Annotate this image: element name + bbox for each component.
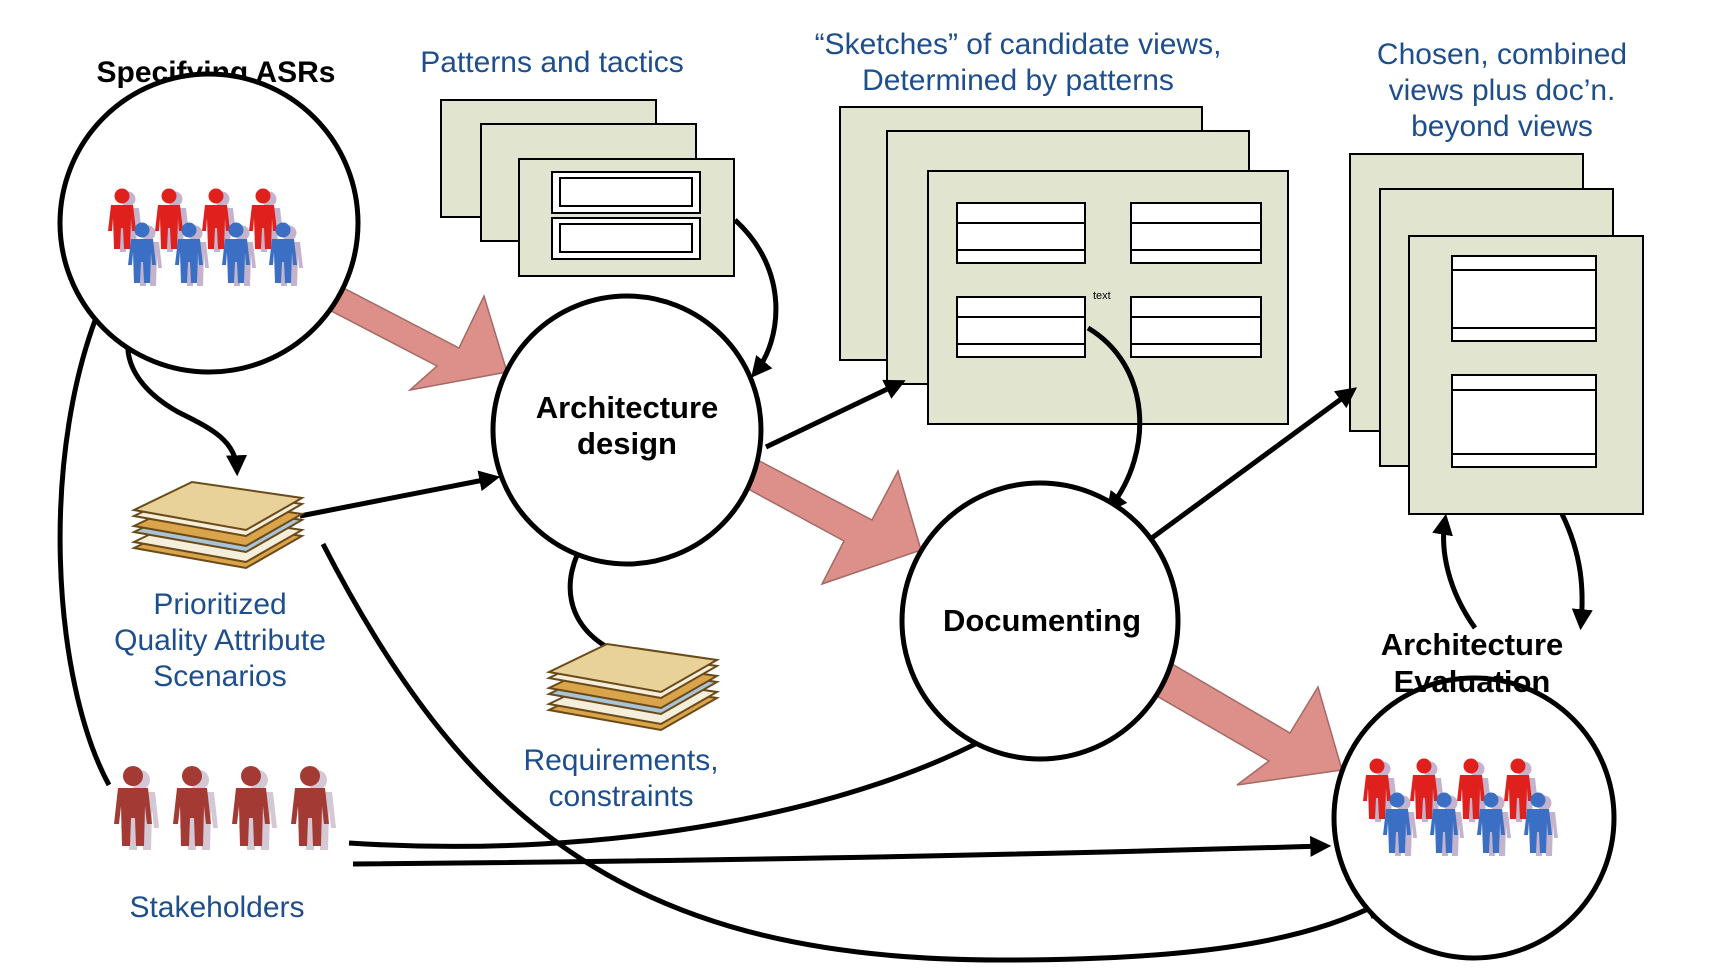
patterns-tactics-sheets xyxy=(440,99,735,277)
document-stack-icon xyxy=(133,481,303,569)
architecture-design-node xyxy=(490,293,764,567)
prioritized-scenarios-label-line1: Prioritized xyxy=(153,588,286,621)
architecture-evaluation-label-line1: Architecture xyxy=(1381,627,1564,662)
stakeholders-icon xyxy=(114,766,336,850)
sketches-label-line1: “Sketches” of candidate views, xyxy=(815,28,1222,61)
architecture-evaluation-label-line2: Evaluation xyxy=(1394,664,1551,699)
connector-arrows xyxy=(57,218,1593,963)
architecture-design-label-line2: design xyxy=(577,426,677,461)
chosen-views-label-line2: views plus doc’n. xyxy=(1389,74,1616,107)
documenting-node xyxy=(899,480,1181,762)
fat-arrow-asrs-to-design xyxy=(310,281,508,392)
documenting-label: Documenting xyxy=(943,603,1141,638)
chosen-views-label-line1: Chosen, combined xyxy=(1377,38,1627,71)
fat-arrow-design-to-documenting xyxy=(726,455,922,586)
architecture-design-label-line1: Architecture xyxy=(536,390,719,425)
stakeholders-label: Stakeholders xyxy=(129,891,304,924)
patterns-tactics-label: Patterns and tactics xyxy=(420,46,683,79)
document-stack-icon xyxy=(548,643,718,731)
prioritized-scenarios-label-line3: Scenarios xyxy=(153,660,286,693)
prioritized-scenarios-label-line2: Quality Attribute xyxy=(114,624,326,657)
chosen-view-sheets xyxy=(1349,153,1644,515)
chosen-views-label-line3: beyond views xyxy=(1411,110,1593,143)
tiny-text-label: text xyxy=(1093,290,1111,302)
fat-arrow-documenting-to-evaluation xyxy=(1141,660,1343,786)
requirements-label-line2: constraints xyxy=(548,780,693,813)
sketches-label-line2: Determined by patterns xyxy=(862,64,1174,97)
requirements-label-line1: Requirements, xyxy=(523,744,718,777)
candidate-view-sheets: text xyxy=(839,106,1289,425)
